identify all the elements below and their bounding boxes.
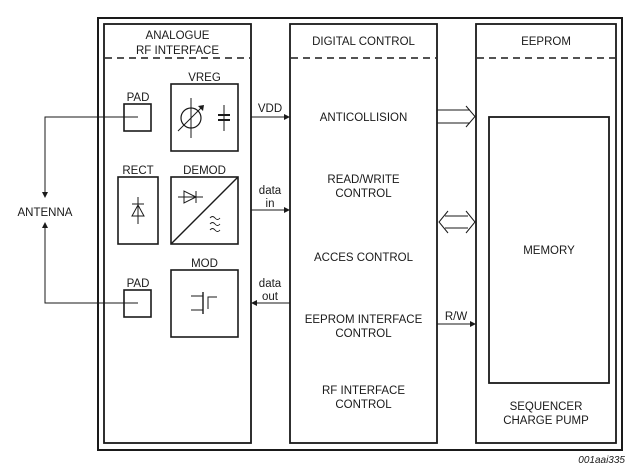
demod-sinewave-icon — [209, 216, 221, 232]
analogue-rf-interface-block: ANALOGUE RF INTERFACE PAD VREG RECT — [103, 23, 252, 444]
data-in-label-line2: in — [266, 198, 275, 210]
pad-top-label: PAD — [127, 92, 150, 104]
demod-label: DEMOD — [183, 165, 226, 177]
eeprom-footer-line1: SEQUENCER — [510, 401, 583, 413]
eeprom-header: EEPROM — [521, 36, 571, 48]
digital-item-eeprom-interface-line2: CONTROL — [335, 328, 392, 340]
mod-label: MOD — [191, 258, 218, 270]
digital-item-rf-interface-line1: RF INTERFACE — [322, 385, 405, 397]
analogue-digital-signals: VDD data in data out — [251, 103, 290, 306]
antenna-top-wire — [42, 116, 138, 198]
digital-column-frame — [289, 23, 438, 444]
vreg-label: VREG — [188, 72, 221, 84]
eeprom-block: EEPROM MEMORY SEQUENCER CHARGE PUMP — [475, 23, 617, 444]
figure-caption: 001aai335 — [578, 455, 625, 466]
demod-diode-icon — [178, 190, 203, 204]
chip-outer-frame — [97, 17, 623, 451]
capacitor-icon — [218, 105, 230, 131]
rectifier-diode-icon — [131, 197, 145, 224]
digital-item-rf-interface-line2: CONTROL — [335, 399, 392, 411]
variable-regulator-icon — [177, 98, 204, 138]
digital-item-acces-control: ACCES CONTROL — [314, 252, 414, 264]
rect-label: RECT — [122, 165, 153, 177]
antenna-label: ANTENNA — [18, 207, 73, 219]
analogue-header-line2: RF INTERFACE — [136, 45, 219, 57]
vdd-label: VDD — [258, 103, 282, 115]
demod-box — [170, 176, 239, 245]
memory-label: MEMORY — [523, 245, 575, 257]
digital-item-anticollision: ANTICOLLISION — [320, 112, 408, 124]
demod-diagonal — [170, 176, 239, 245]
antenna-bottom-wire — [42, 222, 138, 304]
pad-bottom-label: PAD — [127, 278, 150, 290]
digital-item-read-write-line1: READ/WRITE — [327, 174, 400, 186]
analogue-column-frame — [103, 23, 252, 444]
bidirectional-bus-arrow-icon — [438, 210, 476, 234]
digital-header: DIGITAL CONTROL — [312, 36, 415, 48]
eeprom-footer-line2: CHARGE PUMP — [503, 415, 589, 427]
digital-item-eeprom-interface-line1: EEPROM INTERFACE — [305, 314, 423, 326]
vreg-box — [170, 83, 239, 152]
data-in-label-line1: data — [259, 185, 282, 197]
data-out-label-line1: data — [259, 278, 282, 290]
rect-box — [117, 176, 159, 245]
analogue-header-line1: ANALOGUE — [146, 30, 210, 42]
digital-item-read-write-line2: CONTROL — [335, 188, 392, 200]
memory-box — [488, 116, 610, 384]
rw-label: R/W — [445, 311, 468, 323]
data-out-label-line2: out — [262, 291, 279, 303]
eeprom-column-frame — [475, 23, 617, 444]
mod-box — [170, 269, 239, 338]
transistor-icon — [191, 292, 217, 314]
digital-control-block: DIGITAL CONTROL ANTICOLLISION READ/WRITE… — [289, 23, 438, 444]
digital-eeprom-buses — [437, 105, 476, 327]
anticollision-bus-arrow-icon — [437, 105, 476, 128]
antenna-connections: ANTENNA — [18, 116, 138, 304]
